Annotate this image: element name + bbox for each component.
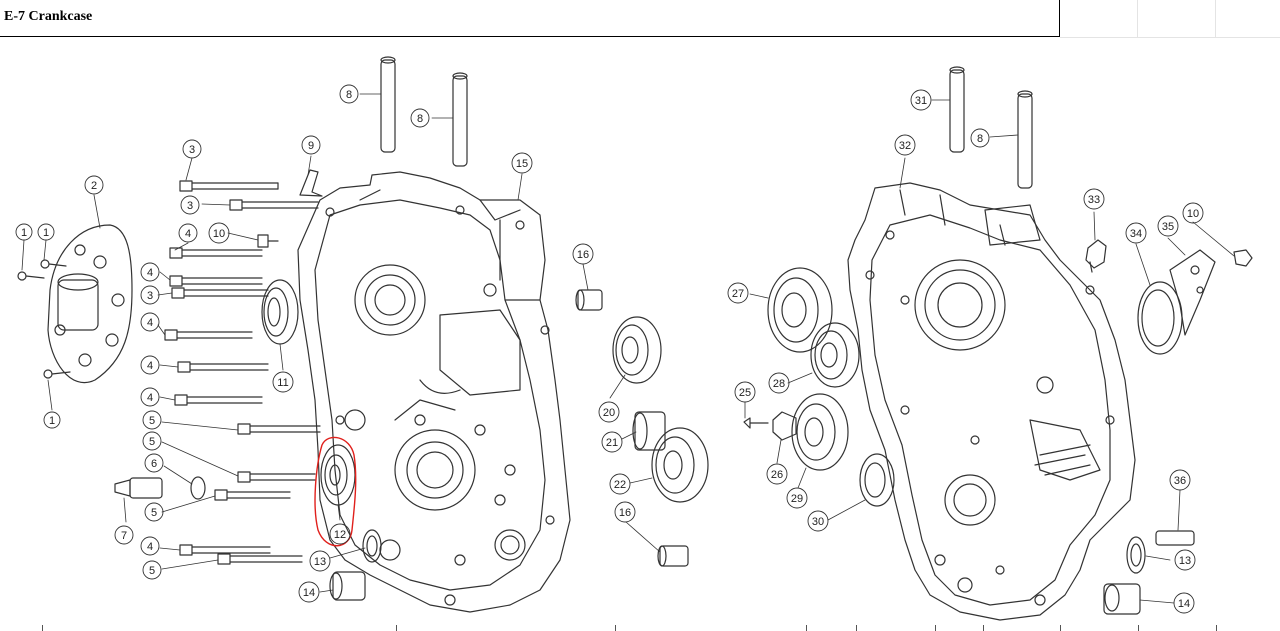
callout-27: 27 — [732, 288, 744, 300]
callout-30: 30 — [812, 516, 824, 528]
footer-grid-tick — [42, 625, 43, 631]
washer-and-sensor — [114, 476, 206, 500]
footer-grid-tick — [1138, 625, 1139, 631]
footer-grid-tick — [396, 625, 397, 631]
callout-4: 4 — [147, 317, 153, 329]
callout-7: 7 — [121, 530, 127, 542]
callout-33: 33 — [1088, 194, 1100, 206]
right-side-fittings — [1085, 239, 1253, 355]
bracket-part — [299, 169, 323, 197]
callout-15: 15 — [516, 158, 528, 170]
callout-4: 4 — [185, 228, 191, 240]
footer-grid-tick — [856, 625, 857, 631]
callout-3: 3 — [147, 290, 153, 302]
callout-16: 16 — [619, 507, 631, 519]
callout-34: 34 — [1130, 228, 1142, 240]
washers-and-bushings — [329, 289, 1195, 615]
callout-5: 5 — [149, 436, 155, 448]
callout-1: 1 — [49, 415, 55, 427]
left-crankcase-half — [297, 171, 571, 613]
callout-29: 29 — [791, 493, 803, 505]
footer-grid-tick — [1060, 625, 1061, 631]
page-title: E-7 Crankcase — [4, 9, 93, 24]
callout-20: 20 — [603, 407, 615, 419]
footer-grid-tick — [935, 625, 936, 631]
callout-3: 3 — [187, 200, 193, 212]
callout-labels: 1 1 1 2 3 3 3 4 4 4 4 4 4 5 5 5 5 6 7 8 … — [21, 89, 1199, 610]
bearings-right — [743, 267, 895, 507]
callout-13: 13 — [314, 556, 326, 568]
callout-16: 16 — [577, 249, 589, 261]
callout-14: 14 — [1178, 598, 1190, 610]
callout-9: 9 — [308, 140, 314, 152]
callout-8: 8 — [417, 113, 423, 125]
right-crankcase-half — [847, 182, 1136, 621]
callout-10: 10 — [213, 228, 225, 240]
callout-32: 32 — [899, 140, 911, 152]
dowel-pins — [380, 56, 1033, 189]
screw-parts — [17, 259, 71, 379]
callout-2: 2 — [91, 180, 97, 192]
callout-1: 1 — [21, 227, 27, 239]
callout-21: 21 — [606, 437, 618, 449]
highlight-outline — [314, 436, 357, 547]
callout-11: 11 — [277, 377, 288, 389]
oil-seal-11 — [261, 279, 299, 345]
callout-22: 22 — [614, 479, 626, 491]
cover-plate — [47, 224, 133, 383]
callout-26: 26 — [771, 469, 783, 481]
header-cell — [1060, 0, 1138, 37]
callout-8: 8 — [977, 133, 983, 145]
callout-10: 10 — [1187, 208, 1199, 220]
footer-grid-tick — [1216, 625, 1217, 631]
callout-4: 4 — [147, 541, 153, 553]
bolt-parts — [164, 180, 321, 565]
callout-12: 12 — [334, 529, 346, 541]
callout-3: 3 — [189, 144, 195, 156]
header-grid-line — [1060, 37, 1280, 38]
callout-28: 28 — [773, 378, 785, 390]
callout-4: 4 — [147, 392, 153, 404]
page-header: E-7 Crankcase — [0, 0, 1060, 37]
callout-5: 5 — [151, 507, 157, 519]
callout-35: 35 — [1162, 221, 1174, 233]
leader-lines — [21, 93, 1235, 604]
callout-4: 4 — [147, 267, 153, 279]
callout-1: 1 — [43, 227, 49, 239]
callout-5: 5 — [149, 565, 155, 577]
callout-13: 13 — [1179, 555, 1191, 567]
callout-circles — [15, 84, 1204, 614]
callout-36: 36 — [1174, 475, 1186, 487]
callout-5: 5 — [149, 415, 155, 427]
callout-25: 25 — [739, 387, 751, 399]
bearings-left — [612, 316, 709, 503]
callout-8: 8 — [346, 89, 352, 101]
footer-grid-tick — [806, 625, 807, 631]
header-cell — [1138, 0, 1216, 37]
header-grid-cells — [1060, 0, 1280, 37]
callout-14: 14 — [303, 587, 315, 599]
callout-6: 6 — [151, 458, 157, 470]
callout-31: 31 — [915, 95, 927, 107]
callout-4: 4 — [147, 360, 153, 372]
footer-grid-tick — [983, 625, 984, 631]
footer-grid-tick — [615, 625, 616, 631]
